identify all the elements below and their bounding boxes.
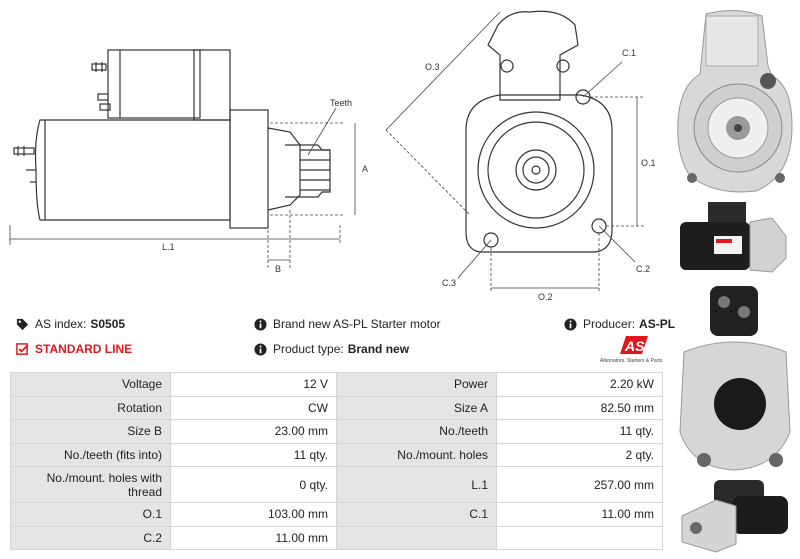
spec-value: 0 qty. — [170, 466, 337, 503]
dimension-c2-label: C.2 — [636, 264, 650, 274]
dimension-o3-label: O.3 — [425, 62, 440, 72]
spec-value: 2 qty. — [496, 442, 663, 467]
info-icon — [254, 342, 267, 356]
spec-value: 11.00 mm — [496, 502, 663, 527]
spec-key: No./teeth (fits into) — [10, 442, 171, 467]
table-row: Voltage 12 V Power 2.20 kW — [10, 372, 663, 397]
product-photo-rear — [679, 286, 791, 471]
dimension-b-label: B — [275, 264, 281, 274]
dimension-o2-label: O.2 — [538, 292, 553, 302]
as-index-value: S0505 — [90, 317, 126, 331]
table-row: No./mount. holes with thread 0 qty. L.1 … — [10, 466, 663, 503]
dimension-c3-label: C.3 — [442, 278, 456, 288]
technical-drawing: Teeth A L.1 B O.3 C.1 O.1 C.2 C.3 O.2 — [9, 10, 656, 302]
spec-key: L.1 — [336, 466, 497, 503]
spec-value: 12 V — [170, 372, 337, 397]
tag-icon — [16, 318, 29, 330]
side-view-drawing — [13, 49, 331, 229]
spec-key: O.1 — [10, 502, 171, 527]
table-row: No./teeth (fits into) 11 qty. No./mount.… — [10, 442, 663, 467]
checkbox-checked-icon — [16, 342, 29, 355]
as-index-label: AS index: — [35, 317, 87, 331]
table-row: Rotation CW Size A 82.50 mm — [10, 395, 663, 420]
producer-row: Producer: AS-PL — [564, 317, 675, 331]
spec-key: Rotation — [10, 395, 171, 420]
spec-value: CW — [170, 395, 337, 420]
as-index-row: AS index: S0505 — [16, 317, 125, 331]
product-type-label: Product type: — [273, 342, 344, 356]
spec-key: No./mount. holes with thread — [10, 466, 171, 503]
spec-value: 11 qty. — [170, 442, 337, 467]
as-pl-logo: AS Alternators, Starters & Parts — [600, 336, 663, 364]
spec-key: Voltage — [10, 372, 171, 397]
front-view-dimensions — [385, 11, 645, 292]
spec-value: 103.00 mm — [170, 502, 337, 527]
logo-text: AS — [624, 338, 645, 354]
spec-value: 23.00 mm — [170, 419, 337, 444]
producer-label: Producer: — [583, 317, 636, 331]
product-type-row: Product type: Brand new — [254, 342, 409, 356]
spec-key: C.2 — [10, 525, 171, 550]
spec-key — [336, 525, 497, 550]
spec-key: C.1 — [336, 502, 497, 527]
spec-key: Size B — [10, 419, 171, 444]
product-photo-side — [680, 202, 787, 273]
product-type-value: Brand new — [347, 342, 410, 356]
table-row: Size B 23.00 mm No./teeth 11 qty. — [10, 419, 663, 444]
description-row: Brand new AS-PL Starter motor — [254, 317, 441, 331]
table-row: C.2 11.00 mm — [10, 525, 663, 550]
dimension-c1-label: C.1 — [622, 48, 636, 58]
side-view-dimensions — [9, 107, 356, 268]
logo-tagline: Alternators, Starters & Parts — [600, 358, 663, 364]
spec-value: 2.20 kW — [496, 372, 663, 397]
dimension-o1-label: O.1 — [641, 158, 656, 168]
spec-key: No./mount. holes — [336, 442, 497, 467]
spec-value: 11 qty. — [496, 419, 663, 444]
front-view-drawing — [465, 10, 613, 253]
teeth-label: Teeth — [330, 98, 352, 108]
info-icon — [254, 317, 267, 331]
dimension-a-label: A — [362, 164, 368, 174]
spec-value: 82.50 mm — [496, 395, 663, 420]
specifications-table: Voltage 12 V Power 2.20 kW Rotation CW S… — [10, 372, 663, 550]
dimension-l1-label: L.1 — [162, 242, 175, 252]
producer-value: AS-PL — [639, 317, 676, 331]
spec-value: 11.00 mm — [170, 525, 337, 550]
product-photo-angled — [681, 480, 788, 553]
standard-line-label: STANDARD LINE — [35, 342, 133, 356]
spec-value: 257.00 mm — [496, 466, 663, 503]
spec-key: Size A — [336, 395, 497, 420]
spec-key: No./teeth — [336, 419, 497, 444]
table-row: O.1 103.00 mm C.1 11.00 mm — [10, 502, 663, 527]
product-photo-front — [677, 10, 793, 193]
spec-key: Power — [336, 372, 497, 397]
standard-line-row: STANDARD LINE — [16, 342, 132, 356]
description-text: Brand new AS-PL Starter motor — [273, 317, 441, 331]
spec-value — [496, 525, 663, 550]
info-icon — [564, 317, 577, 331]
